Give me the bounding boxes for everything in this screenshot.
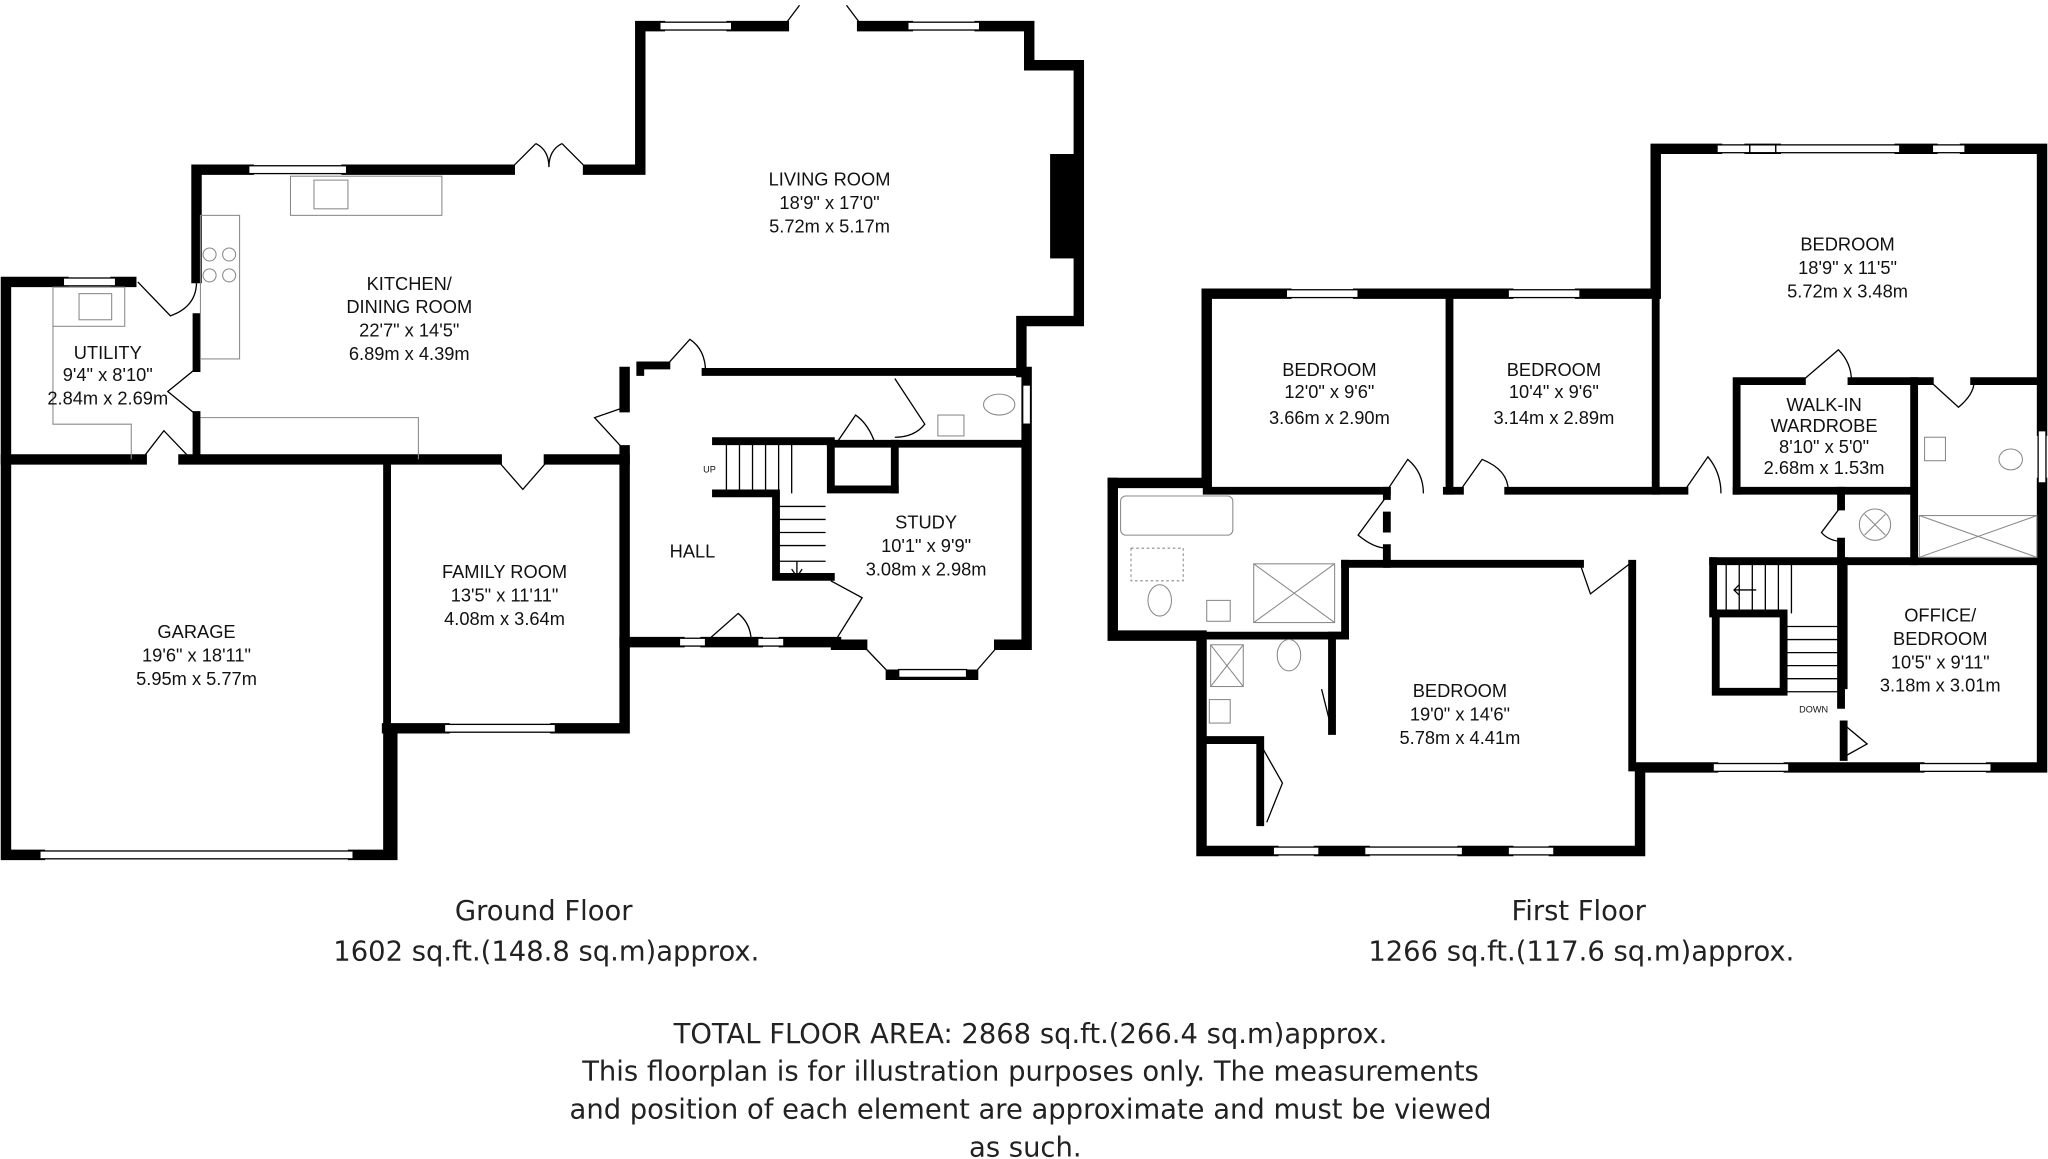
room-size-metric: 2.84m x 2.69m: [47, 388, 168, 409]
room-office-bedroom: OFFICE/ BEDROOM 10'5" x 9'11" 3.18m x 3.…: [1799, 604, 2000, 714]
room-name: UTILITY: [74, 342, 142, 363]
room-bedroom-4: BEDROOM 19'0" x 14'6" 5.78m x 4.41m: [1400, 680, 1521, 748]
disclaimer-line-3: as such.: [969, 1132, 1082, 1159]
room-size-metric: 5.72m x 3.48m: [1787, 281, 1908, 302]
first-floor-title: First Floor: [1511, 896, 1646, 927]
disclaimer-line-1: This floorplan is for illustration purpo…: [581, 1057, 1479, 1088]
room-study: STUDY 10'1" x 9'9" 3.08m x 2.98m: [866, 512, 987, 580]
stairs-down-label: DOWN: [1799, 705, 1828, 715]
room-name: BEDROOM: [1507, 359, 1601, 380]
room-size-metric: 5.72m x 5.17m: [769, 215, 890, 236]
room-size-metric: 3.18m x 3.01m: [1880, 675, 2001, 696]
room-name: LIVING ROOM: [769, 168, 891, 189]
room-size-imperial: 13'5" x 11'11": [451, 585, 559, 606]
ground-floor-area: 1602 sq.ft.(148.8 sq.m)approx.: [333, 937, 759, 968]
room-size-imperial: 12'0" x 9'6": [1284, 381, 1374, 402]
room-size-imperial: 8'10" x 5'0": [1779, 436, 1869, 457]
room-size-metric: 4.08m x 3.64m: [444, 608, 565, 629]
room-size-imperial: 19'0" x 14'6": [1410, 703, 1510, 724]
room-size-metric: 3.66m x 2.90m: [1269, 407, 1390, 428]
room-size-imperial: 22'7" x 14'5": [359, 320, 459, 341]
room-kitchen: KITCHEN/ DINING ROOM 22'7" x 14'5" 6.89m…: [346, 273, 472, 364]
room-size-metric: 2.68m x 1.53m: [1764, 457, 1885, 478]
ground-floor-title: Ground Floor: [455, 896, 633, 927]
room-size-imperial: 10'5" x 9'11": [1891, 651, 1990, 672]
room-size-imperial: 18'9" x 11'5": [1798, 257, 1897, 278]
room-size-metric: 5.78m x 4.41m: [1400, 727, 1521, 748]
room-name: KITCHEN/: [367, 273, 453, 294]
room-name-2: DINING ROOM: [346, 296, 472, 317]
room-size-imperial: 19'6" x 18'11": [142, 645, 251, 666]
room-family: FAMILY ROOM 13'5" x 11'11" 4.08m x 3.64m: [442, 561, 567, 629]
room-name: FAMILY ROOM: [442, 561, 567, 582]
room-name: HALL: [670, 540, 716, 561]
room-size-metric: 3.14m x 2.89m: [1493, 407, 1614, 428]
disclaimer-line-2: and position of each element are approxi…: [570, 1095, 1492, 1126]
room-size-imperial: 18'9" x 17'0": [779, 192, 879, 213]
room-name: BEDROOM: [1282, 359, 1376, 380]
room-size-metric: 6.89m x 4.39m: [349, 343, 470, 364]
room-hall: HALL UP: [670, 464, 716, 561]
room-utility: UTILITY 9'4" x 8'10" 2.84m x 2.69m: [47, 342, 168, 409]
room-size-imperial: 10'1" x 9'9": [881, 535, 971, 556]
stairs-up-label: UP: [703, 464, 716, 474]
room-name: GARAGE: [157, 621, 235, 642]
room-living-room: LIVING ROOM 18'9" x 17'0" 5.72m x 5.17m: [769, 168, 891, 236]
room-master-bedroom: BEDROOM 18'9" x 11'5" 5.72m x 3.48m: [1787, 234, 1908, 302]
room-name-2: BEDROOM: [1893, 628, 1987, 649]
room-walk-in-wardrobe: WALK-IN WARDROBE 8'10" x 5'0" 2.68m x 1.…: [1764, 394, 1885, 478]
total-floor-area: TOTAL FLOOR AREA: 2868 sq.ft.(266.4 sq.m…: [673, 1019, 1388, 1050]
room-name: BEDROOM: [1413, 680, 1507, 701]
room-size-metric: 3.08m x 2.98m: [866, 559, 987, 580]
ground-floor-plan: [0, 4, 1085, 861]
first-floor-area: 1266 sq.ft.(117.6 sq.m)approx.: [1368, 937, 1794, 968]
first-floor-plan: [1107, 143, 2048, 857]
room-name: OFFICE/: [1904, 604, 1977, 625]
room-name: STUDY: [895, 512, 957, 533]
room-size-imperial: 10'4" x 9'6": [1509, 381, 1599, 402]
room-size-imperial: 9'4" x 8'10": [63, 364, 153, 385]
room-garage: GARAGE 19'6" x 18'11" 5.95m x 5.77m: [136, 621, 257, 689]
room-name: BEDROOM: [1800, 234, 1894, 255]
room-size-metric: 5.95m x 5.77m: [136, 668, 257, 689]
room-name-2: WARDROBE: [1771, 415, 1878, 436]
room-bedroom-2: BEDROOM 12'0" x 9'6" 3.66m x 2.90m: [1269, 359, 1390, 428]
room-bedroom-3: BEDROOM 10'4" x 9'6" 3.14m x 2.89m: [1493, 359, 1614, 428]
room-name: WALK-IN: [1786, 394, 1861, 415]
